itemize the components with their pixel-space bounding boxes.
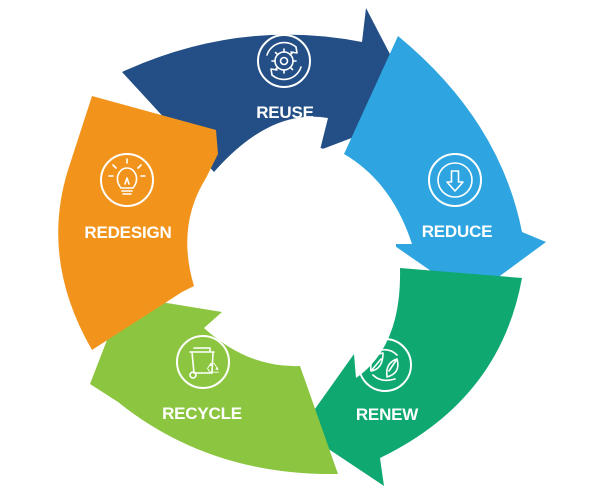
label-renew: RENEW <box>356 405 419 424</box>
label-reuse: REUSE <box>256 103 314 122</box>
arrow-redesign <box>58 96 219 350</box>
recycle-bin-icon <box>176 335 230 389</box>
center-hole <box>196 145 396 345</box>
down-arrow-icon <box>428 153 482 207</box>
label-recycle: RECYCLE <box>162 404 242 423</box>
label-redesign: REDESIGN <box>84 223 171 242</box>
arrow-renew <box>300 268 522 486</box>
segment-redesign <box>58 96 219 350</box>
segment-renew <box>300 268 522 486</box>
lightbulb-icon <box>100 153 154 207</box>
gear-recycle-icon <box>257 34 311 88</box>
label-reduce: REDUCE <box>422 222 493 241</box>
leaves-icon <box>358 338 412 392</box>
